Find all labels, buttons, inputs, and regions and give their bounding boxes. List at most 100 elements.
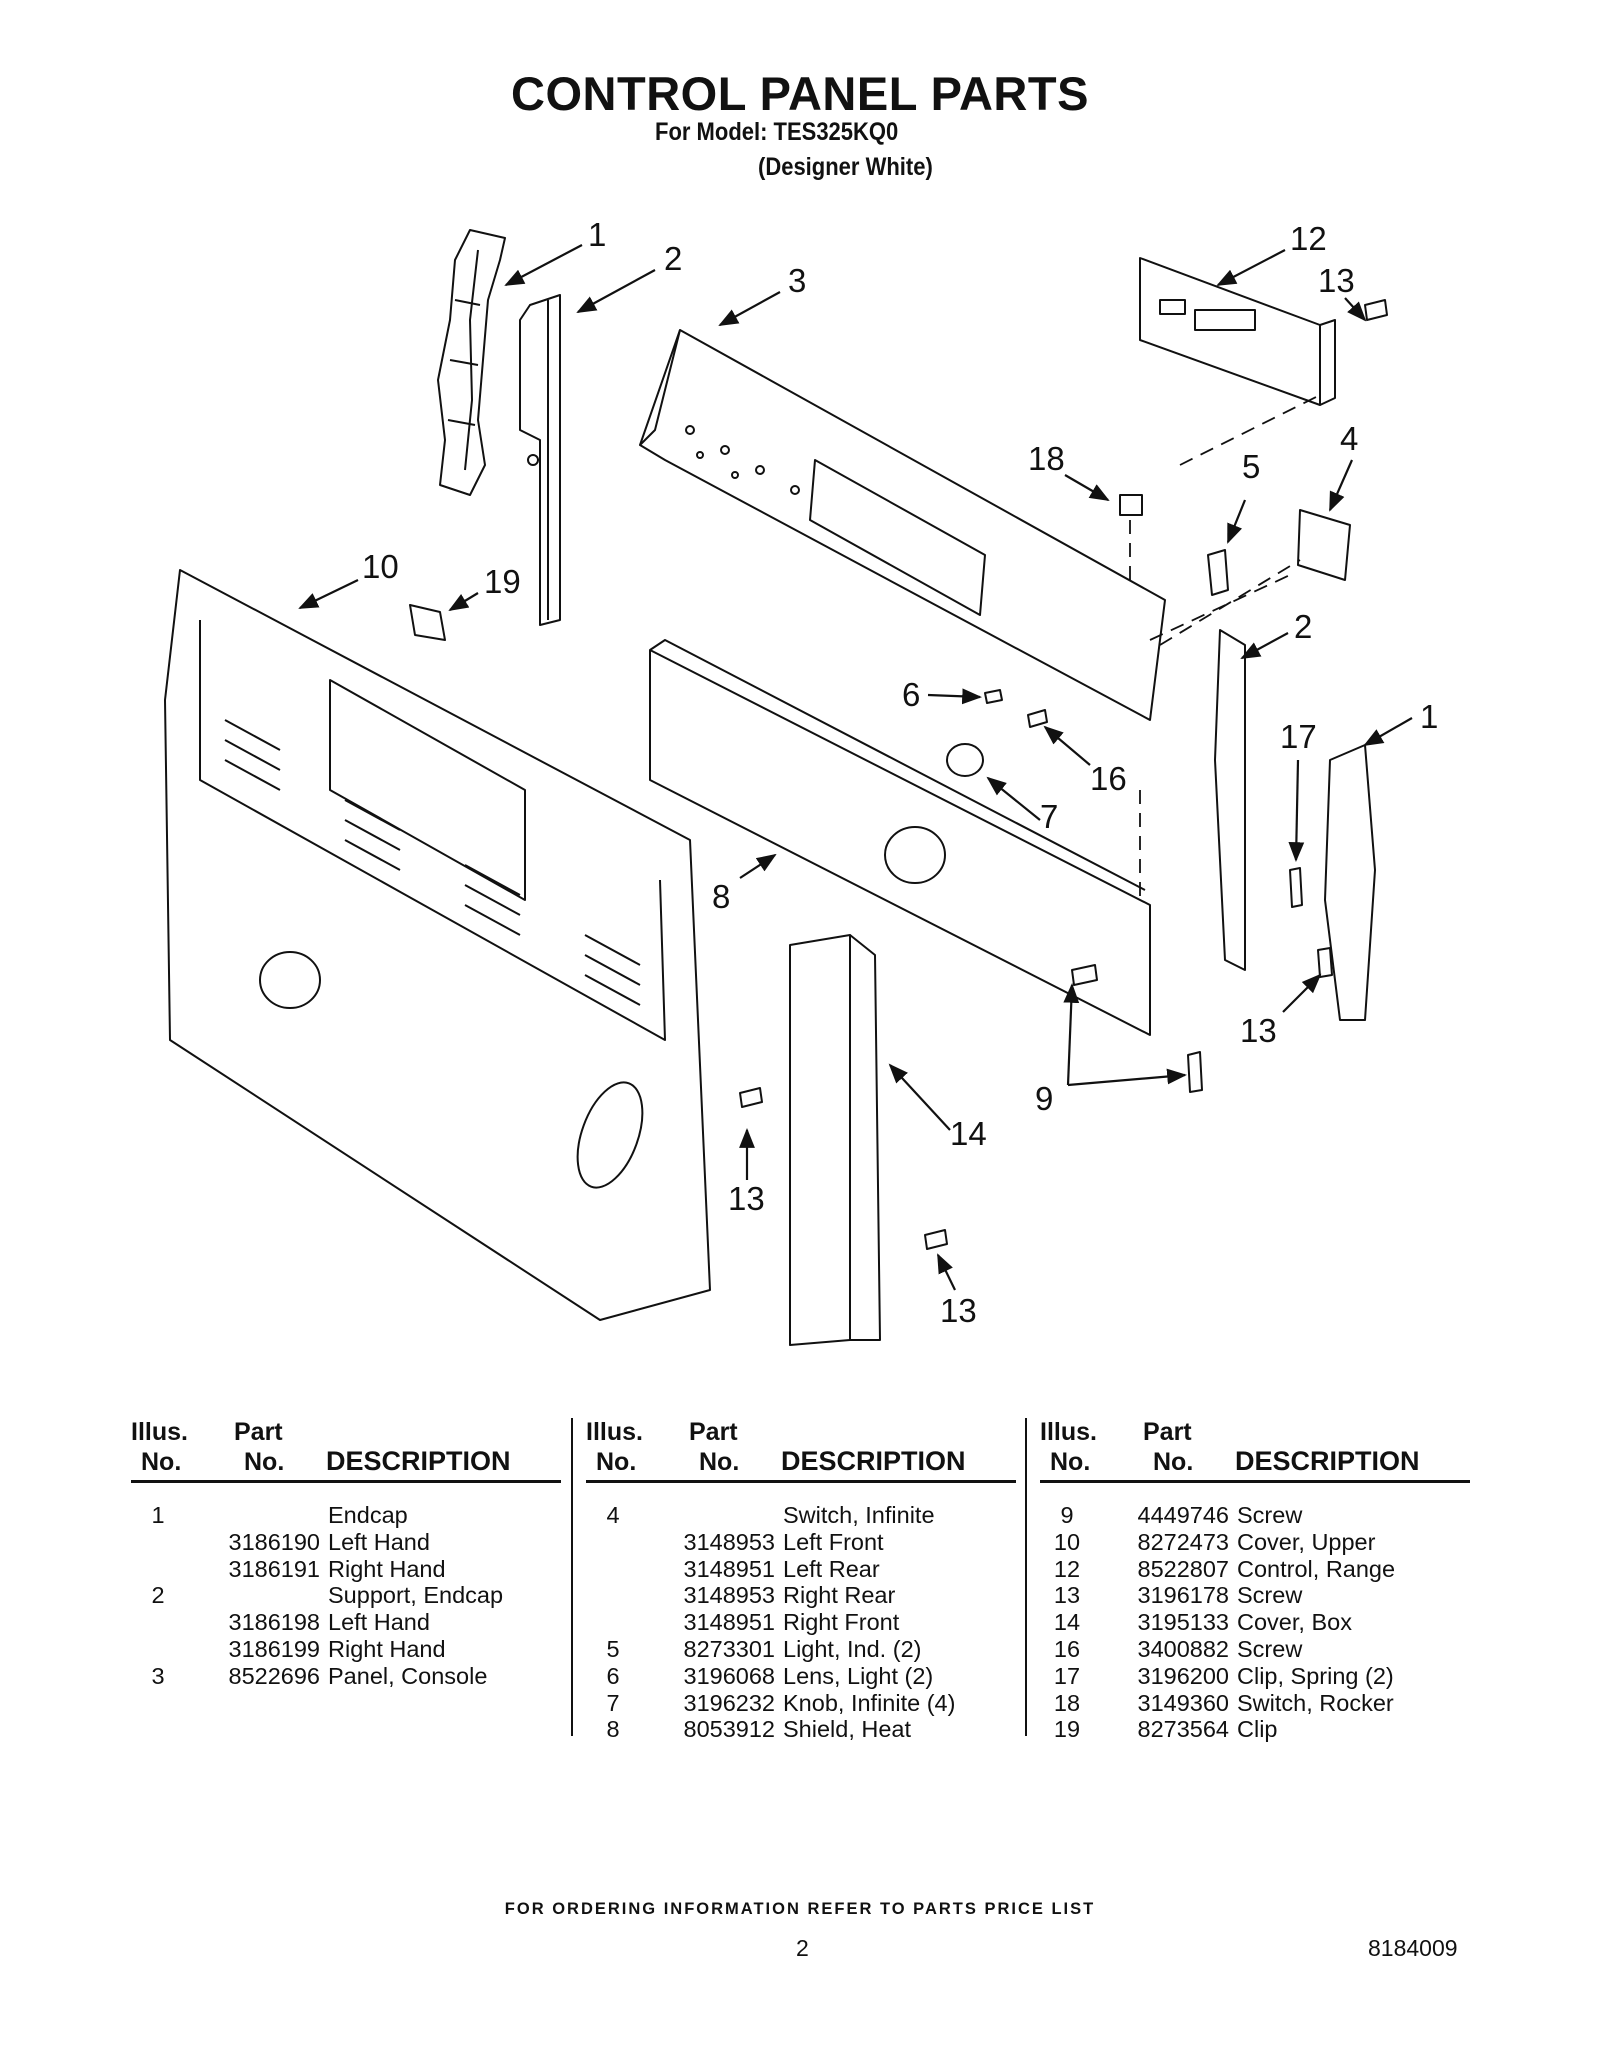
part-description: Lens, Light (2) [783,1662,934,1689]
header-illus: Illus. [131,1418,188,1446]
callout-1-right: 1 [1420,698,1438,735]
part-number: 3196232 [683,1689,776,1716]
part-12-control [1139,257,1336,406]
callout-13-bottom: 13 [940,1292,977,1329]
part-14-box-cover [789,934,881,1346]
callout-9: 9 [1035,1080,1053,1117]
part-number: 3186190 [228,1528,321,1555]
part-description: Right Hand [328,1555,446,1582]
callout-12: 12 [1290,220,1327,257]
illus-number: 9 [1060,1502,1074,1528]
callout-16: 16 [1090,760,1127,797]
illus-number: 12 [1053,1555,1081,1582]
part-description: Panel, Console [328,1662,488,1689]
part-5-light [1207,549,1229,596]
callout-17: 17 [1280,718,1317,755]
part-description: Screw [1237,1635,1303,1662]
part-1-right-endcap [1324,744,1376,1021]
illus-number: 19 [1053,1716,1081,1743]
part-3-console-panel [639,329,1166,721]
header-part-no: No. [244,1448,285,1476]
part-number: 3400882 [1137,1635,1230,1662]
header-part-no: No. [699,1448,740,1476]
part-2-right-support [1214,629,1246,971]
illus-number: 13 [1053,1582,1081,1609]
illus-number: 6 [606,1662,620,1689]
table-row: 3148953 Right Rear [597,1582,1017,1609]
part-number: 3186198 [228,1609,321,1636]
part-description: Clip, Spring (2) [1237,1662,1394,1689]
callout-14: 14 [950,1115,987,1152]
part-10-upper-cover [164,569,711,1321]
illus-number: 17 [1053,1662,1081,1689]
callout-7: 7 [1040,798,1058,835]
part-number: 8053912 [683,1716,776,1743]
column-divider [1025,1418,1027,1736]
part-9-screw-a [1071,964,1098,986]
part-description: Left Hand [328,1528,430,1555]
callout-3: 3 [788,262,806,299]
part-description: Right Rear [783,1582,896,1609]
illus-number: 1 [151,1502,165,1528]
part-9-screw-b [1187,1051,1203,1093]
part-number: 8273564 [1137,1716,1230,1743]
header-illus: Illus. [586,1418,643,1446]
part-number: 3148951 [683,1609,776,1636]
header-part: Part [234,1418,283,1446]
part-description: Switch, Rocker [1237,1689,1394,1716]
part-description: Clip [1237,1716,1278,1743]
illus-number: 16 [1053,1635,1081,1662]
header-illus-no: No. [1050,1448,1091,1476]
part-number: 3196178 [1137,1582,1230,1609]
part-number: 3148951 [683,1555,776,1582]
part-13-screw-c [739,1087,763,1108]
part-description: Control, Range [1237,1555,1396,1582]
part-description: Light, Ind. (2) [783,1635,922,1662]
part-description: Screw [1237,1582,1303,1609]
part-4-infinite-switch [1297,509,1351,581]
part-2-left-support [519,294,561,626]
part-13-screw-b [1317,947,1333,978]
part-number: 4449746 [1137,1502,1230,1528]
part-number: 3148953 [683,1582,776,1609]
part-description: Left Front [783,1528,884,1555]
callout-18: 18 [1028,440,1065,477]
part-description: Knob, Infinite (4) [783,1689,956,1716]
table-row: 10 8272473 Cover, Upper [1051,1529,1471,1556]
callout-2-left: 2 [664,240,682,277]
document-number: 8184009 [1368,1935,1458,1961]
part-13-screw-d [924,1229,948,1250]
callout-19: 19 [484,563,521,600]
illus-number: 4 [606,1502,620,1528]
illus-number: 10 [1053,1528,1081,1555]
callout-4: 4 [1340,420,1358,457]
part-number: 8272473 [1137,1528,1230,1555]
part-1-left-endcap [437,229,506,496]
part-description: Cover, Upper [1237,1528,1376,1555]
callout-13-lower: 13 [728,1180,765,1217]
callout-10: 10 [362,548,399,585]
table-row: 12 8522807 Control, Range [1051,1556,1471,1583]
color-line: (Designer White) [758,153,933,181]
illus-number: 2 [151,1582,165,1609]
header-description: DESCRIPTION [781,1446,966,1476]
part-17-spring-clip [1289,867,1303,908]
ordering-note: FOR ORDERING INFORMATION REFER TO PARTS … [504,1900,1096,1918]
part-number: 8522807 [1137,1555,1230,1582]
